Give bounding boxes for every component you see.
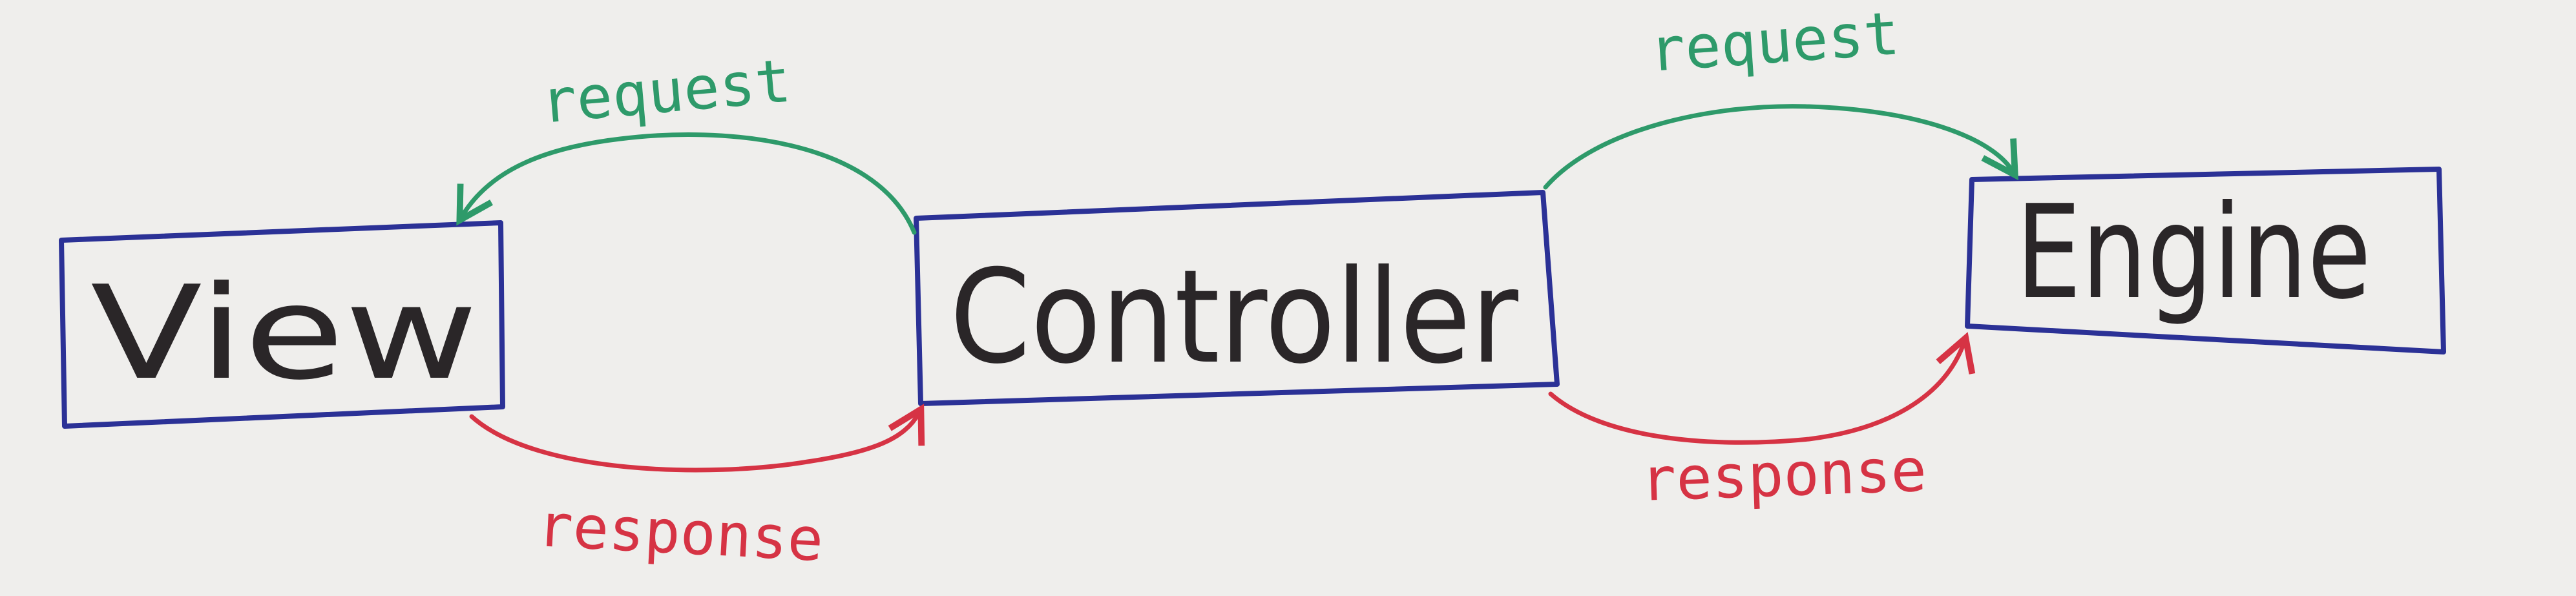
- controller-box: [914, 190, 1560, 406]
- edge-controller-engine-request: request: [1543, 0, 2019, 190]
- request-arrow-right: [1543, 104, 2019, 190]
- view-box: [59, 220, 505, 429]
- edge-view-controller-response: response: [469, 404, 925, 575]
- engine-node: Engine: [1965, 167, 2446, 355]
- controller-node: Controller: [914, 190, 1560, 406]
- response-label-left: response: [536, 491, 825, 575]
- view-node: View: [59, 220, 505, 429]
- view-label: View: [90, 258, 478, 409]
- engine-box: [1965, 167, 2446, 355]
- request-arrow-left: [456, 132, 917, 235]
- request-label-left: request: [538, 46, 794, 137]
- response-arrow-left: [469, 404, 925, 473]
- request-label-right: request: [1647, 0, 1901, 85]
- engine-label: Engine: [2016, 178, 2371, 328]
- controller-label: Controller: [950, 242, 1519, 393]
- edge-engine-controller-response: response: [1548, 332, 1976, 515]
- response-label-right: response: [1639, 436, 1928, 515]
- response-arrow-right: [1548, 332, 1976, 445]
- edge-controller-view-request: request: [456, 46, 917, 235]
